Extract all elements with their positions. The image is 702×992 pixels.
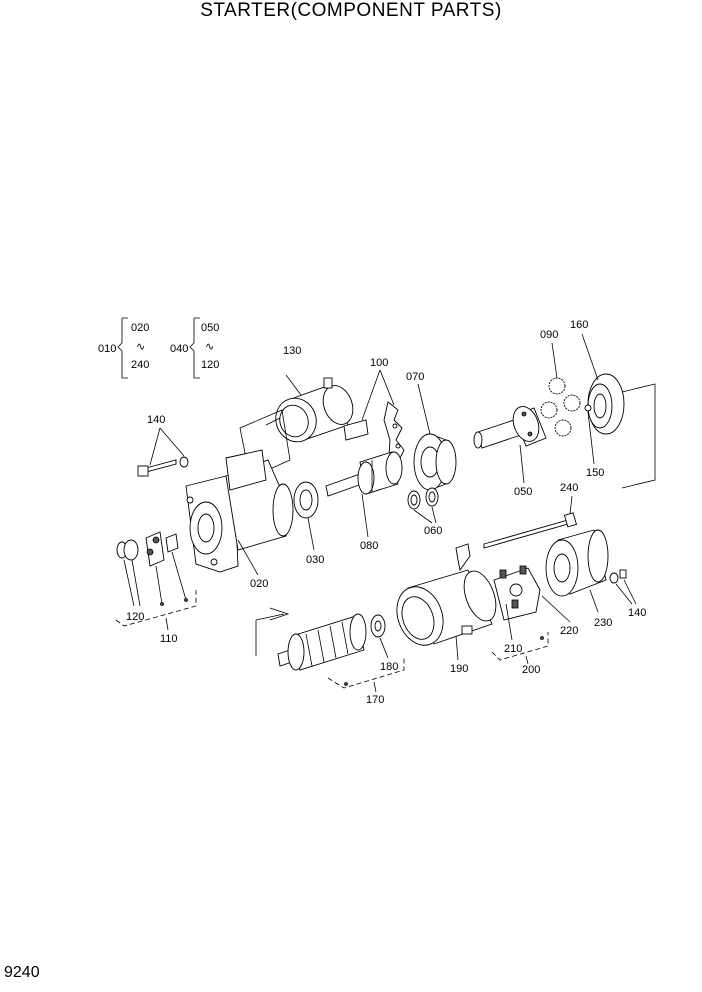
callout-220[interactable]: 220 — [560, 625, 578, 637]
part-140-screws[interactable] — [609, 569, 627, 584]
callout-210[interactable]: 210 — [504, 643, 522, 655]
bracket-040: 040 050 ∿ 120 — [170, 317, 219, 379]
part-020-drive-housing[interactable] — [185, 449, 294, 573]
bracket-010: 010 020 ∿ 240 — [98, 317, 149, 379]
part-210-brush-holder[interactable] — [493, 565, 541, 621]
callout-050[interactable]: 050 — [514, 486, 532, 498]
callout-150[interactable]: 150 — [586, 467, 604, 479]
callout-070[interactable]: 070 — [406, 371, 424, 383]
part-170-armature[interactable] — [255, 607, 367, 671]
callout-230[interactable]: 230 — [594, 617, 612, 629]
part-140-through-bolt[interactable] — [137, 456, 189, 477]
part-190-yoke[interactable] — [389, 543, 502, 652]
part-060-washers[interactable] — [407, 487, 439, 510]
callout-200[interactable]: 200 — [522, 664, 540, 676]
part-150-ball[interactable] — [584, 404, 592, 412]
page-number: 9240 — [4, 964, 40, 981]
bracket-040-to: 120 — [201, 359, 219, 371]
part-120-ring-and-stopper[interactable] — [116, 531, 179, 567]
callout-190[interactable]: 190 — [450, 663, 468, 675]
part-080-shaft-assembly[interactable] — [325, 451, 403, 497]
part-130-solenoid-switch[interactable] — [239, 374, 358, 479]
part-050-pinion-shaft[interactable] — [473, 403, 547, 449]
callout-080[interactable]: 080 — [360, 540, 378, 552]
part-090-planetary-gears[interactable] — [540, 377, 581, 437]
bracket-010-to: 240 — [131, 359, 149, 371]
part-180-bearing[interactable] — [370, 614, 386, 638]
bracket-010-from: 020 — [131, 322, 149, 334]
callout-020[interactable]: 020 — [250, 578, 268, 590]
callout-180[interactable]: 180 — [380, 661, 398, 673]
part-030-bearing[interactable] — [293, 481, 319, 519]
callout-090[interactable]: 090 — [540, 329, 558, 341]
callout-040[interactable]: 040 — [170, 343, 188, 355]
callout-010[interactable]: 010 — [98, 343, 116, 355]
callout-160[interactable]: 160 — [570, 319, 588, 331]
callout-060[interactable]: 060 — [424, 525, 442, 537]
callout-140-upper[interactable]: 140 — [147, 414, 165, 426]
callout-120[interactable]: 120 — [126, 611, 144, 623]
part-240-through-bolt[interactable] — [483, 512, 578, 549]
bracket-010-range: ∿ — [136, 341, 145, 353]
callout-100[interactable]: 100 — [370, 357, 388, 369]
part-100-shift-lever[interactable] — [343, 401, 405, 471]
part-070-overrunning-clutch[interactable] — [413, 433, 457, 491]
callout-130[interactable]: 130 — [283, 345, 301, 357]
part-230-rear-cover[interactable] — [545, 529, 609, 597]
callout-030[interactable]: 030 — [306, 554, 324, 566]
bracket-040-range: ∿ — [205, 341, 214, 353]
callout-110[interactable]: 110 — [160, 633, 178, 645]
bracket-040-from: 050 — [201, 322, 219, 334]
part-160-internal-gear[interactable] — [587, 373, 625, 435]
callout-140-lower[interactable]: 140 — [628, 607, 646, 619]
callout-240[interactable]: 240 — [560, 482, 578, 494]
part-220-brush[interactable] — [540, 636, 544, 640]
page-title: STARTER(COMPONENT PARTS) — [200, 0, 502, 21]
callout-170[interactable]: 170 — [366, 694, 384, 706]
